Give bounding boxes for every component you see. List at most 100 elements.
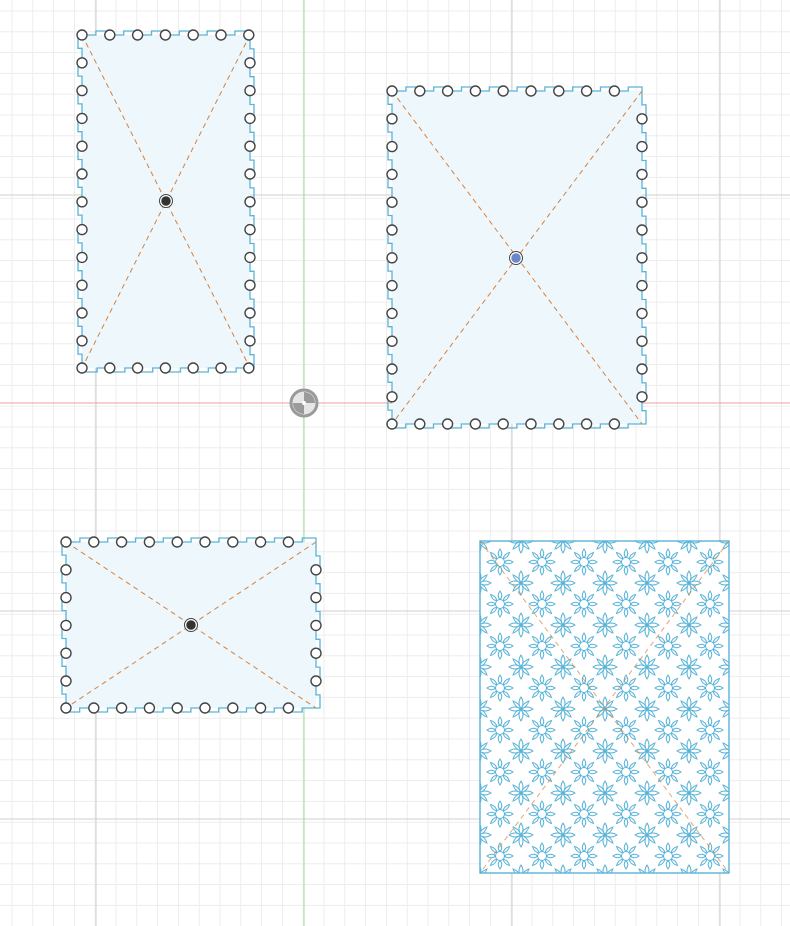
sketch-point-icon[interactable] <box>310 619 322 632</box>
sketch-point-icon[interactable] <box>580 85 593 97</box>
sketch-point-icon[interactable] <box>215 362 227 374</box>
sketch-point-icon[interactable] <box>636 307 648 320</box>
sketch-point-icon[interactable] <box>243 29 255 41</box>
sketch-point-icon[interactable] <box>254 536 267 548</box>
sketch-point-icon[interactable] <box>215 29 227 41</box>
sketch-point-icon[interactable] <box>386 307 398 320</box>
sketch-point-icon[interactable] <box>386 168 398 181</box>
sketch-point-icon[interactable] <box>143 702 156 714</box>
sketch-point-icon[interactable] <box>636 224 648 236</box>
sketch-point-icon[interactable] <box>131 362 144 374</box>
sketch-point-icon[interactable] <box>76 307 88 319</box>
sketch-point-icon[interactable] <box>131 29 144 41</box>
sketch-point-icon[interactable] <box>386 252 398 264</box>
sketch-profile-2[interactable] <box>386 85 648 430</box>
construction-line[interactable] <box>81 34 251 369</box>
sketch-point-icon[interactable] <box>386 335 398 347</box>
sketch-point-icon[interactable] <box>76 335 88 347</box>
sketch-point-icon[interactable] <box>115 536 128 548</box>
sketch-point-icon[interactable] <box>199 536 211 548</box>
sketch-point-icon[interactable] <box>386 363 398 375</box>
sketch-point-icon[interactable] <box>76 279 88 291</box>
sketch-point-icon[interactable] <box>76 251 88 264</box>
sketch-point-icon[interactable] <box>636 391 648 403</box>
sketch-point-icon[interactable] <box>636 363 648 375</box>
sketch-point-icon[interactable] <box>441 418 454 430</box>
construction-line[interactable] <box>81 34 251 369</box>
sketch-point-icon[interactable] <box>104 362 116 374</box>
sketch-point-icon[interactable] <box>525 85 537 97</box>
sketch-point-icon[interactable] <box>88 536 100 548</box>
sketch-point-icon[interactable] <box>469 418 482 430</box>
sketch-point-icon[interactable] <box>88 702 100 714</box>
sketch-point-icon[interactable] <box>104 29 116 41</box>
sketch-point-icon[interactable] <box>244 251 256 264</box>
sketch-point-icon[interactable] <box>76 57 88 69</box>
sketch-point-icon[interactable] <box>386 113 398 125</box>
sketch-point-icon[interactable] <box>580 418 593 430</box>
sketch-point-icon[interactable] <box>310 564 322 576</box>
sketch-point-icon[interactable] <box>310 647 322 659</box>
origin-icon[interactable] <box>289 388 319 418</box>
sketch-point-icon[interactable] <box>636 279 648 292</box>
sketch-point-icon[interactable] <box>244 223 256 236</box>
sketch-point-icon[interactable] <box>143 536 156 548</box>
sketch-point-icon[interactable] <box>386 196 398 208</box>
sketch-point-icon[interactable] <box>244 279 256 291</box>
sketch-point-icon[interactable] <box>386 85 398 97</box>
sketch-point-icon[interactable] <box>497 418 509 430</box>
sketch-point-icon[interactable] <box>636 113 648 125</box>
sketch-point-icon[interactable] <box>636 196 648 208</box>
sketch-point-icon[interactable] <box>469 85 482 97</box>
sketch-point-icon[interactable] <box>636 168 648 181</box>
sketch-point-icon[interactable] <box>414 85 426 97</box>
sketch-point-icon[interactable] <box>254 702 267 714</box>
sketch-point-icon[interactable] <box>608 418 621 430</box>
sketch-point-icon[interactable] <box>199 702 211 714</box>
sketch-point-icon[interactable] <box>159 29 172 41</box>
sketch-point-icon[interactable] <box>60 675 72 687</box>
sketch-pattern[interactable] <box>479 540 730 874</box>
center-point-icon[interactable] <box>184 618 198 632</box>
sketch-point-icon[interactable] <box>386 391 398 403</box>
sketch-point-icon[interactable] <box>244 196 256 208</box>
sketch-point-icon[interactable] <box>76 223 88 236</box>
sketch-point-icon[interactable] <box>386 224 398 236</box>
sketch-point-icon[interactable] <box>244 335 256 347</box>
sketch-point-icon[interactable] <box>497 85 509 97</box>
sketch-point-icon[interactable] <box>553 85 565 97</box>
sketch-point-icon[interactable] <box>159 362 172 374</box>
sketch-point-icon[interactable] <box>243 362 255 374</box>
sketch-point-icon[interactable] <box>553 418 565 430</box>
sketch-point-icon[interactable] <box>76 196 88 208</box>
sketch-point-icon[interactable] <box>76 168 88 180</box>
sketch-point-icon[interactable] <box>608 85 621 97</box>
sketch-point-icon[interactable] <box>60 702 72 714</box>
sketch-point-icon[interactable] <box>60 536 72 548</box>
sketch-point-icon[interactable] <box>115 702 128 714</box>
sketch-point-icon[interactable] <box>171 702 183 714</box>
construction-line[interactable] <box>479 540 730 874</box>
sketch-point-icon[interactable] <box>60 619 72 632</box>
sketch-point-icon[interactable] <box>244 140 256 152</box>
sketch-point-icon[interactable] <box>76 84 88 97</box>
center-point-icon[interactable] <box>159 194 173 208</box>
sketch-point-icon[interactable] <box>244 84 256 97</box>
sketch-point-icon[interactable] <box>244 112 256 125</box>
sketch-profile-1[interactable] <box>76 29 256 374</box>
sketch-point-icon[interactable] <box>636 252 648 264</box>
sketch-point-icon[interactable] <box>227 536 239 548</box>
sketch-point-icon[interactable] <box>171 536 183 548</box>
sketch-point-icon[interactable] <box>244 307 256 319</box>
sketch-profile-3[interactable] <box>60 536 322 714</box>
sketch-point-icon[interactable] <box>187 29 199 41</box>
sketch-point-icon[interactable] <box>60 564 72 576</box>
pattern-outline[interactable] <box>479 540 730 874</box>
sketch-point-icon[interactable] <box>76 140 88 152</box>
sketch-point-icon[interactable] <box>441 85 454 97</box>
sketch-point-icon[interactable] <box>636 335 648 347</box>
sketch-point-icon[interactable] <box>386 279 398 292</box>
sketch-point-icon[interactable] <box>636 140 648 153</box>
sketch-point-icon[interactable] <box>310 675 322 687</box>
